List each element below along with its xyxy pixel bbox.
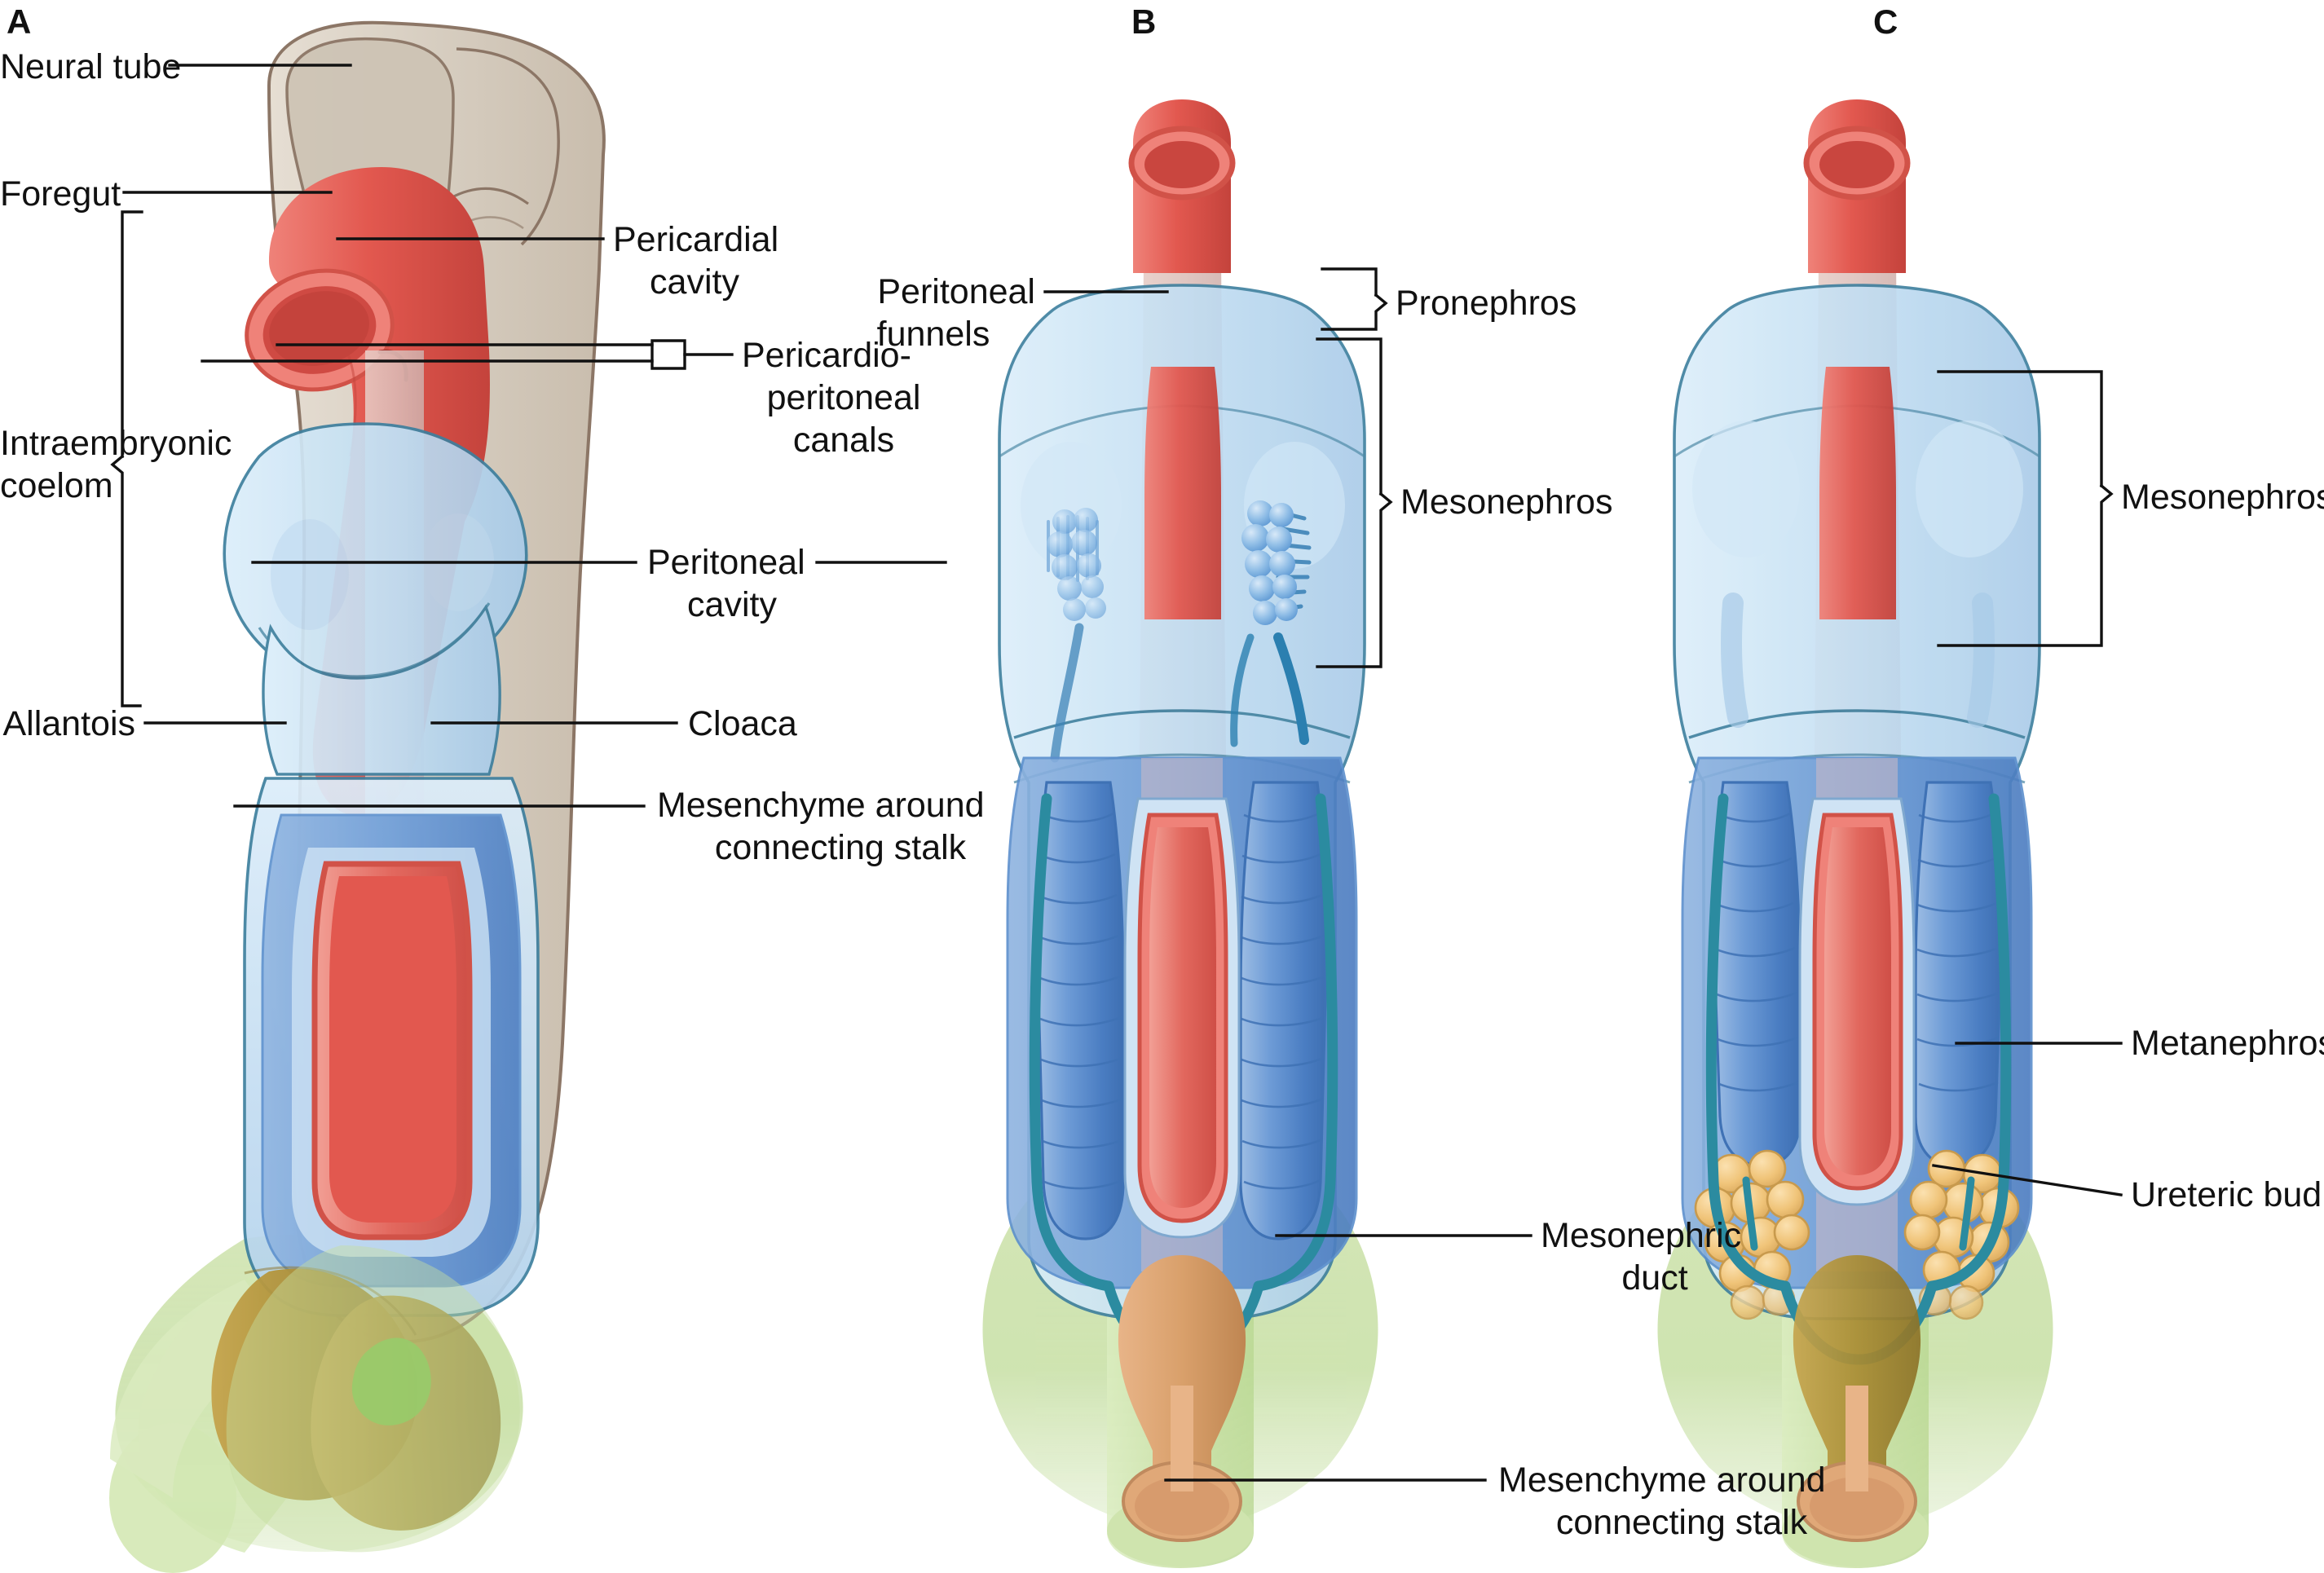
pronephros-right [1230,500,1312,747]
metanephros-right [1903,1149,2020,1320]
panel-a-illustration [109,20,606,1573]
bracket-mesonephros-c-top [1937,370,2103,487]
label-peritoneal-funnels-line2: funnels [876,315,990,354]
label-mesenchyme-b-line2: connecting stalk [1555,1503,1808,1542]
label-mesenchyme-b-line1: Mesenchyme around [1498,1461,1826,1500]
label-mesonephros-b: Mesonephros [1400,482,1613,522]
label-allantois: Allantois [2,704,135,743]
panel-c-illustration [1657,99,2053,1568]
label-pericardio-line1: Pericardio- [742,336,911,375]
label-mesenchyme-a-line2: connecting stalk [714,828,967,867]
bracket-mesonephros-b-top [1316,337,1382,496]
cloaca-b [1118,1255,1246,1542]
bracket-mesonephros-b-bot [1316,491,1393,668]
pronephros-b [1047,500,1312,763]
leader-lines [110,64,2123,1482]
label-peritoneal-funnels-line1: Peritoneal [877,272,1035,311]
foregut-b [1128,99,1236,273]
label-metanephros: Metanephros [2131,1024,2324,1063]
label-foregut: Foregut [0,174,121,214]
label-pericardial-cavity-line2: cavity [650,262,739,302]
label-pericardio-line3: canals [792,421,895,460]
cloaca-c [1793,1255,1921,1542]
panel-letter-c: C [1873,2,1898,41]
label-pericardio-line2: peritoneal [766,378,921,417]
cloaca-allantois-a [211,1266,501,1531]
label-intraembryonic-line1: Intraembryonic [0,424,232,463]
label-neural-tube: Neural tube [0,47,182,86]
leader-ureteric-bud [1932,1164,2123,1196]
mesonephros-b [1006,367,1358,1289]
bracket-pronephros-bot [1321,293,1388,331]
label-mesonephric-duct-line1: Mesonephric [1541,1216,1742,1255]
peritoneal-inner-a [261,813,522,1288]
label-mesonephric-duct-line2: duct [1621,1258,1688,1298]
pronephros-left [1047,508,1106,763]
label-intraembryonic-line2: coelom [0,466,113,505]
label-mesonephros-c: Mesonephros [2121,478,2324,517]
bracket-coelom-top [121,210,143,458]
panel-b-illustration [982,99,1378,1568]
panel-letter-a: A [7,2,32,41]
bracket-coelom-body [110,454,142,707]
label-mesenchyme-a-line1: Mesenchyme around [657,786,985,825]
bracket-mesonephros-c-bot [1937,483,2114,647]
label-peritoneal-cavity-line2: cavity [687,585,777,624]
mesenchyme-a-front [226,1245,520,1553]
label-ureteric-bud: Ureteric bud [2131,1175,2322,1214]
panel-letter-b: B [1131,2,1157,41]
label-cloaca: Cloaca [688,704,797,743]
bracket-pronephros-top [1321,267,1378,297]
label-pronephros: Pronephros [1396,284,1577,323]
label-pericardial-cavity-line1: Pericardial [613,220,779,259]
label-peritoneal-cavity-line1: Peritoneal [647,543,805,582]
foregut-c [1803,99,1911,273]
